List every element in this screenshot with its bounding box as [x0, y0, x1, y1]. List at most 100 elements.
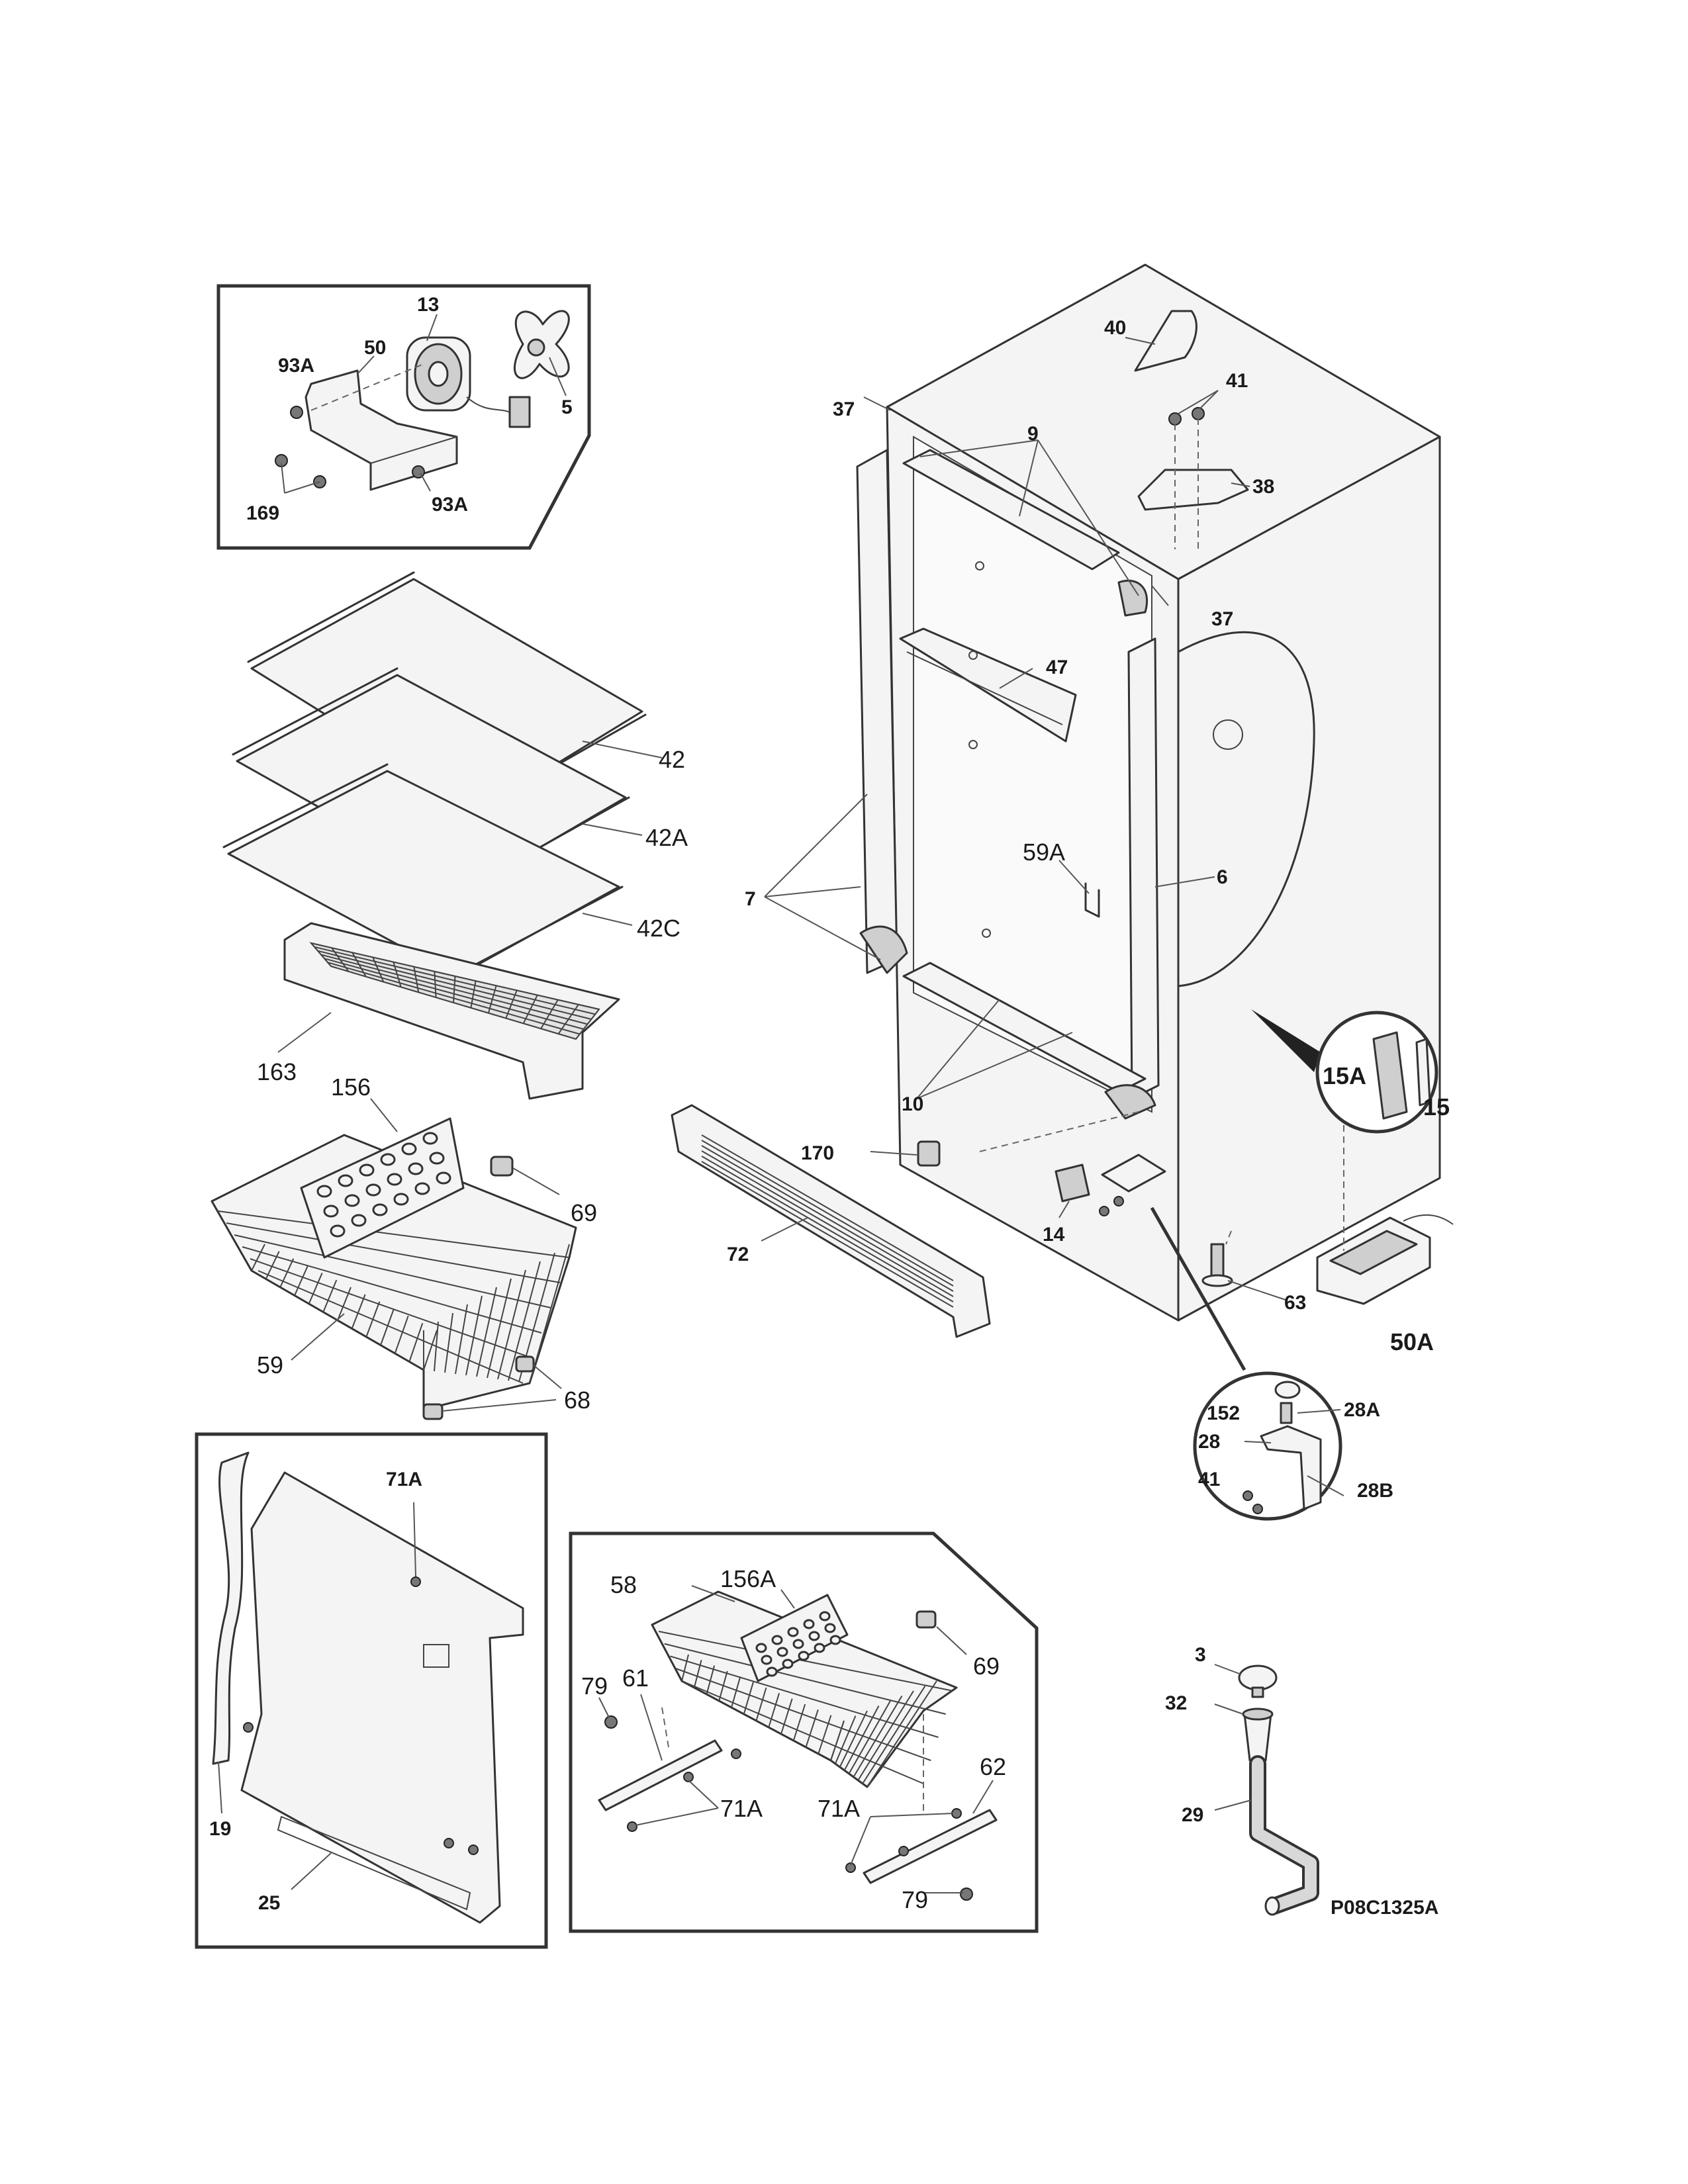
- wire-line: [830, 1720, 845, 1761]
- callout-38: 38: [1252, 476, 1274, 498]
- wire-line: [701, 1134, 954, 1281]
- wire-line: [743, 1682, 754, 1715]
- divider-hole: [330, 1224, 346, 1238]
- callout-59a: 59A: [1023, 839, 1065, 866]
- freezer-cabinet: 37 9 37 47 59A 7 6 10: [745, 263, 1441, 1322]
- wire-line: [701, 1161, 954, 1308]
- callout-156: 156: [331, 1073, 371, 1101]
- callout-42: 42: [659, 746, 685, 773]
- wire-line: [476, 1287, 497, 1377]
- divider-hole: [766, 1666, 778, 1677]
- wire-line: [314, 946, 596, 1015]
- callout-71a: 71A: [386, 1469, 422, 1490]
- callout-50a: 50A: [1390, 1328, 1434, 1355]
- divider-hole: [344, 1194, 360, 1207]
- wire-line: [250, 1258, 533, 1359]
- divider-hole: [776, 1647, 788, 1657]
- wire-line: [508, 1261, 541, 1381]
- wire-line: [681, 1654, 689, 1682]
- callout-62: 62: [980, 1753, 1006, 1780]
- callout-169: 169: [246, 502, 279, 524]
- callout-59: 59: [257, 1351, 283, 1379]
- callout-71a-left: 71A: [720, 1795, 763, 1822]
- wire-line: [320, 954, 588, 1025]
- callout-69: 69: [571, 1199, 597, 1226]
- callout-163: 163: [257, 1058, 297, 1085]
- wire-line: [322, 1279, 338, 1312]
- divider-hole: [359, 1163, 375, 1177]
- wire-line: [675, 1668, 931, 1761]
- callout-41: 41: [1226, 370, 1248, 392]
- divider-hole: [380, 1153, 396, 1166]
- callout-14: 14: [1043, 1224, 1065, 1246]
- callout-72: 72: [727, 1244, 749, 1265]
- wire-line: [487, 1278, 512, 1379]
- wire-line: [351, 1294, 366, 1329]
- callout-42c: 42C: [637, 915, 680, 942]
- wire-line: [317, 950, 592, 1020]
- wire-line: [681, 1680, 924, 1784]
- callout-93a-lower: 93A: [432, 494, 468, 516]
- wire-line: [853, 1695, 903, 1778]
- wire-line: [701, 1156, 954, 1302]
- divider-hole: [338, 1174, 353, 1187]
- divider-hole: [792, 1639, 804, 1649]
- divider-hole: [829, 1635, 841, 1645]
- callout-5: 5: [561, 396, 573, 418]
- divider-hole: [436, 1171, 451, 1185]
- callout-79: 79: [581, 1672, 608, 1700]
- callout-152: 152: [1207, 1402, 1240, 1424]
- divider-hole: [316, 1185, 332, 1198]
- callout-28: 28: [1198, 1431, 1220, 1453]
- callout-93a: 93A: [278, 355, 314, 377]
- wire-line: [294, 1265, 308, 1296]
- wire-line: [455, 1304, 468, 1375]
- divider-hole: [372, 1203, 388, 1216]
- basket-58-inset: 156A 58 69 79 61 71A 62 71A 79: [569, 1531, 1039, 1933]
- wire-line: [839, 1710, 868, 1768]
- wire-line: [848, 1700, 891, 1774]
- callout-9: 9: [1027, 423, 1039, 445]
- wire-line: [279, 1258, 295, 1288]
- wire-line: [226, 1222, 561, 1283]
- callout-61: 61: [622, 1664, 649, 1692]
- callout-15: 15: [1423, 1093, 1450, 1120]
- callout-79-right: 79: [902, 1886, 928, 1913]
- divider-hole: [819, 1611, 831, 1621]
- wire-line: [408, 1322, 424, 1362]
- callout-68: 68: [564, 1387, 590, 1414]
- wire-line: [251, 1244, 265, 1271]
- wire-line: [862, 1685, 926, 1784]
- divider-hole: [429, 1152, 445, 1165]
- callout-71a-right: 71A: [818, 1795, 860, 1822]
- callout-41-hinge: 41: [1198, 1469, 1220, 1490]
- callout-170: 170: [801, 1142, 834, 1164]
- wire-line: [706, 1665, 716, 1695]
- top-hinge-assembly: 40 41 38: [1104, 310, 1274, 549]
- callout-29: 29: [1182, 1804, 1203, 1826]
- divider-hole: [401, 1142, 417, 1156]
- divider-hole: [771, 1635, 783, 1645]
- back-panel-inset: 71A 19 25: [195, 1432, 548, 1949]
- wire-line: [327, 962, 581, 1035]
- wire-line: [394, 1316, 409, 1354]
- wire-line: [857, 1690, 914, 1781]
- divider-hole: [351, 1214, 367, 1227]
- divider-hole: [761, 1655, 773, 1665]
- diagram-code: P08C1325A: [1331, 1897, 1438, 1919]
- callout-40: 40: [1104, 317, 1126, 339]
- divider-hole: [782, 1659, 794, 1669]
- callout-28a: 28A: [1344, 1399, 1380, 1421]
- wire-line: [658, 1631, 954, 1692]
- callout-42a: 42A: [645, 824, 688, 851]
- callout-7: 7: [745, 888, 756, 910]
- drain-parts: 3 32 29: [1165, 1644, 1319, 1916]
- callout-15a: 15A: [1323, 1062, 1366, 1089]
- divider-hole: [422, 1132, 438, 1145]
- wire-line: [843, 1706, 880, 1771]
- callout-32: 32: [1165, 1692, 1187, 1714]
- callout-156a: 156A: [720, 1565, 776, 1592]
- wire-line: [465, 1295, 483, 1376]
- callout-10: 10: [902, 1093, 923, 1115]
